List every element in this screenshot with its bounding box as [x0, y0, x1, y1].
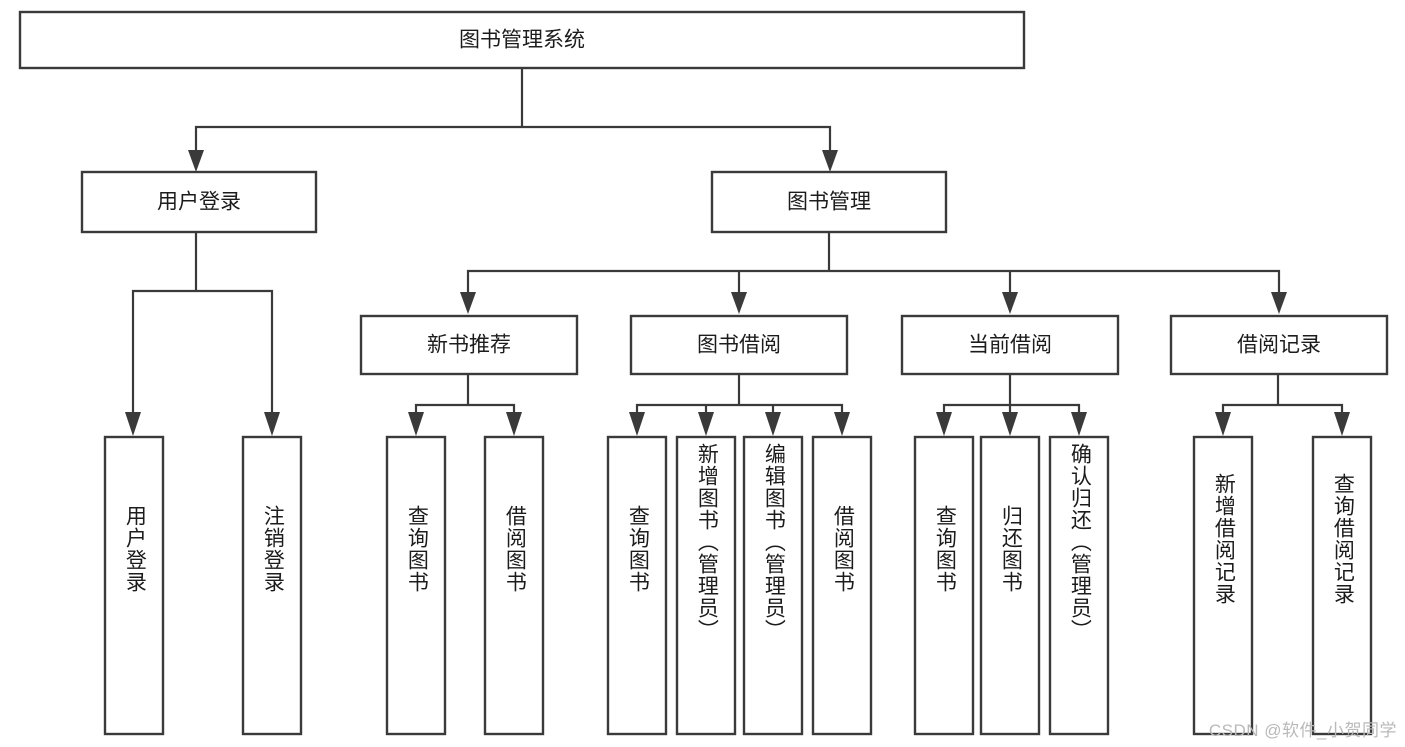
node-box[interactable] — [359, 314, 579, 376]
arrowhead-icon — [1002, 412, 1018, 436]
connector-book-mgmt-to-level3 — [460, 230, 1287, 314]
arrowhead-icon — [1271, 292, 1287, 314]
arrowhead-icon — [834, 412, 850, 436]
connector-line — [414, 373, 516, 418]
arrowhead-icon — [629, 412, 645, 436]
connector-line — [635, 373, 844, 418]
leaf-box-query-book-1[interactable] — [385, 435, 447, 736]
leaf-box-return-book[interactable] — [979, 435, 1041, 736]
connector-user-login-to-leaves — [125, 230, 280, 436]
node-box[interactable] — [900, 314, 1120, 376]
arrowhead-icon — [460, 292, 476, 314]
arrowhead-icon — [1215, 412, 1231, 436]
leaf-box-add-record[interactable] — [1192, 435, 1254, 736]
arrowhead-icon — [125, 412, 141, 436]
arrowhead-icon — [506, 412, 522, 436]
node-new-book-recommend[interactable]: 新书推荐 — [359, 314, 579, 376]
watermark-text: CSDN @软件_小贺同学 — [1208, 721, 1397, 740]
arrowhead-icon — [822, 150, 838, 172]
connector-book-borrow-to-leaves — [629, 373, 850, 436]
node-user-login[interactable]: 用户登录 — [80, 170, 318, 234]
arrowhead-icon — [264, 412, 280, 436]
node-label: 图书管理 — [787, 191, 871, 214]
node-box[interactable] — [80, 170, 318, 234]
node-root-box[interactable] — [18, 10, 1026, 70]
node-label: 借阅记录 — [1237, 334, 1321, 357]
node-box[interactable] — [710, 170, 948, 234]
arrowhead-icon — [1334, 412, 1350, 436]
leaf-box-confirm-return[interactable] — [1048, 435, 1110, 736]
leaf-box-edit-book[interactable] — [742, 435, 804, 736]
connector-root-to-level2 — [188, 66, 838, 172]
node-label: 图书借阅 — [697, 334, 781, 357]
arrowhead-icon — [408, 412, 424, 436]
arrowhead-icon — [698, 412, 714, 436]
connector-current-borrow-to-leaves — [936, 373, 1087, 436]
leaf-box-query-record[interactable] — [1311, 435, 1373, 736]
arrowhead-icon — [936, 412, 952, 436]
connector-line — [466, 230, 1281, 296]
arrowhead-icon — [731, 292, 747, 314]
connector-line — [194, 66, 832, 154]
node-book-management[interactable]: 图书管理 — [710, 170, 948, 234]
arrowhead-icon — [1002, 292, 1018, 314]
arrowhead-icon — [1071, 412, 1087, 436]
node-book-borrow[interactable]: 图书借阅 — [629, 314, 849, 376]
connector-line — [1221, 373, 1344, 418]
leaf-box-query-book-3[interactable] — [913, 435, 975, 736]
arrowhead-icon — [188, 150, 204, 172]
connector-line — [131, 230, 274, 418]
leaf-box-query-book-2[interactable] — [606, 435, 668, 736]
leaf-box-logout[interactable] — [241, 435, 303, 736]
connector-borrow-record-to-leaves — [1215, 373, 1350, 436]
node-box[interactable] — [1169, 314, 1389, 376]
node-borrow-record[interactable]: 借阅记录 — [1169, 314, 1389, 376]
leaf-box-user-login[interactable] — [103, 435, 165, 736]
node-current-borrow[interactable]: 当前借阅 — [900, 314, 1120, 376]
arrowhead-icon — [765, 412, 781, 436]
node-root[interactable]: 图书管理系统 — [18, 10, 1026, 70]
connector-line — [942, 373, 1081, 418]
node-label: 新书推荐 — [427, 334, 511, 357]
leaf-box-add-book[interactable] — [675, 435, 737, 736]
node-label: 用户登录 — [157, 191, 241, 214]
connector-new-book-to-leaves — [408, 373, 522, 436]
node-box[interactable] — [629, 314, 849, 376]
leaf-box-borrow-book-2[interactable] — [811, 435, 873, 736]
node-root-label: 图书管理系统 — [459, 29, 585, 52]
leaf-box-borrow-book-1[interactable] — [483, 435, 545, 736]
node-label: 当前借阅 — [968, 334, 1052, 357]
